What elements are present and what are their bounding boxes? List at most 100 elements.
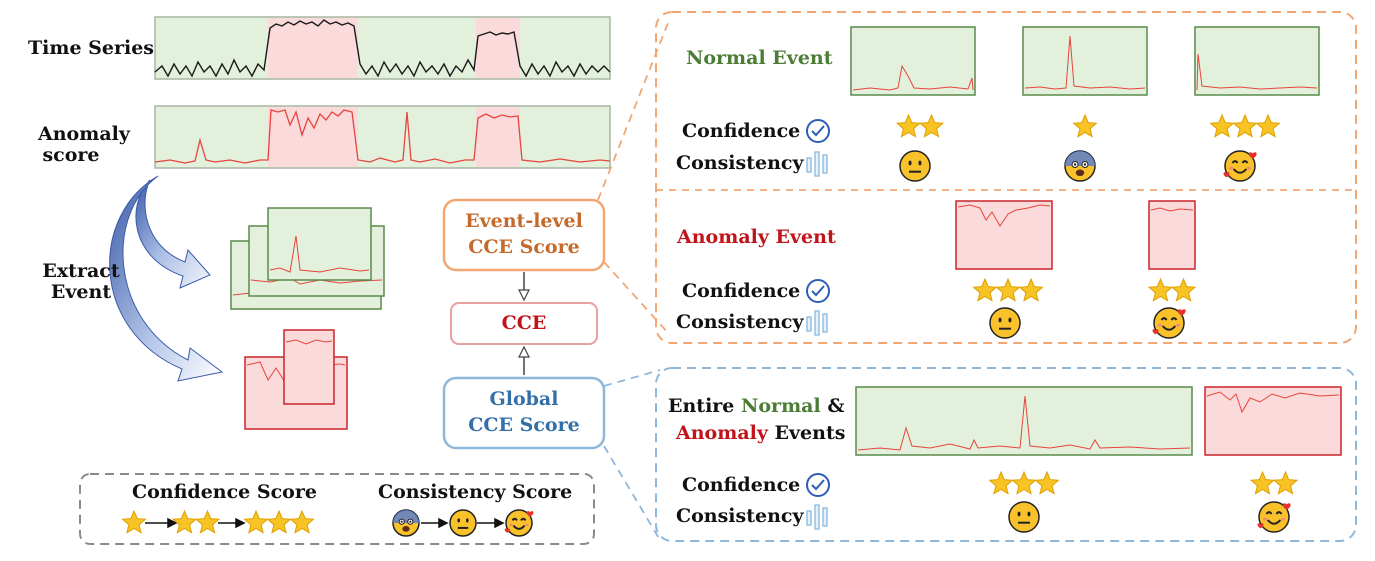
- global-thumbnails: [855, 386, 1342, 456]
- legend-consistency-title: Consistency Score: [378, 481, 573, 503]
- global-line1: Global: [489, 388, 559, 410]
- event-level-line1: Event-level: [465, 210, 583, 232]
- global-line2: CCE Score: [468, 413, 580, 436]
- star-icon: [1209, 113, 1235, 138]
- anomaly-event-2-stars: [1147, 277, 1197, 302]
- star-icon: [895, 113, 922, 138]
- extract-event-label-line1: Extract: [42, 260, 120, 282]
- anomaly-consistency-label: Consistency: [676, 311, 804, 333]
- event-level-panel: [655, 11, 1357, 344]
- anomaly-score-plot: [154, 105, 611, 169]
- star-icon: [1255, 113, 1281, 138]
- flow-arrow-up: [518, 345, 530, 375]
- star-icon: [1034, 470, 1060, 495]
- global-confidence-label: Confidence: [682, 474, 801, 496]
- normal-event-stack: [230, 207, 385, 310]
- normal-event-thumbnails: [850, 26, 1320, 96]
- normal-confidence-label: Confidence: [682, 120, 801, 142]
- global-title-anomaly: Anomaly: [676, 422, 768, 444]
- neutral-face-icon: [989, 307, 1021, 339]
- global-panel-title-line2: Anomaly Events: [676, 423, 845, 444]
- smiling-face-with-hearts-icon: [504, 509, 534, 537]
- legend-stars-3: [243, 509, 315, 534]
- star-icon: [972, 277, 998, 302]
- extract-arrow-upper: [135, 179, 211, 289]
- extract-arrows: [109, 175, 224, 382]
- star-icon: [995, 277, 1021, 302]
- blue-connectors: [603, 369, 661, 541]
- extract-arrow-lower: [109, 175, 224, 382]
- flow-arrow-down: [518, 272, 530, 302]
- star-icon: [289, 509, 315, 534]
- global-cce-box: [442, 376, 606, 450]
- fearful-face-icon: [392, 509, 420, 537]
- event-level-cce-label: Event-level CCE Score: [444, 211, 604, 258]
- global-event-1-stars: [988, 470, 1060, 495]
- normal-event-2-stars: [1072, 113, 1098, 138]
- anomaly-event-thumbnails: [955, 200, 1196, 270]
- global-event-2-stars: [1249, 470, 1299, 495]
- normal-event-3-stars: [1209, 113, 1281, 138]
- global-title-entire: Entire: [668, 395, 742, 417]
- smiling-face-with-hearts-icon: [1152, 307, 1186, 339]
- normal-consistency-label: Consistency: [676, 152, 804, 174]
- event-level-cce-box: [442, 198, 606, 272]
- legend-stars-1: [121, 509, 147, 534]
- star-icon: [171, 509, 198, 534]
- normal-event-1-stars: [895, 113, 945, 138]
- anomaly-event-stack: [244, 329, 348, 430]
- global-title-normal: Normal: [741, 395, 821, 417]
- stars-layer: [121, 113, 1299, 534]
- star-icon: [194, 509, 221, 534]
- anomaly-score-label-line2: score: [42, 143, 100, 166]
- global-cce-label: Global CCE Score: [444, 389, 604, 436]
- star-icon: [918, 113, 945, 138]
- fearful-face-icon: [1064, 150, 1096, 182]
- extract-event-label: Extract Event: [40, 261, 122, 303]
- anomaly-score-label: Anomaly score: [38, 123, 130, 166]
- confidence-check-icon: [806, 119, 830, 497]
- global-title-amp: &: [820, 395, 845, 417]
- orange-connectors: [597, 17, 671, 336]
- global-consistency-label: Consistency: [676, 505, 804, 527]
- legend-panel: [79, 473, 595, 545]
- emoji-layer: [392, 150, 1291, 537]
- anomaly-event-title: Anomaly Event: [677, 226, 836, 248]
- time-series-line: [154, 19, 611, 78]
- star-icon: [1249, 470, 1276, 495]
- smiling-face-with-hearts-icon: [1223, 150, 1257, 182]
- global-panel: [655, 367, 1357, 542]
- cce-box: [450, 302, 598, 345]
- star-icon: [1018, 277, 1044, 302]
- star-icon: [121, 509, 147, 534]
- anomaly-event-1-stars: [972, 277, 1044, 302]
- anomaly-score-line: [154, 109, 611, 164]
- star-icon: [1232, 113, 1258, 138]
- neutral-face-icon: [899, 150, 931, 182]
- neutral-face-icon: [449, 509, 477, 537]
- legend-stars-2: [171, 509, 221, 534]
- anomaly-confidence-label: Confidence: [682, 280, 801, 302]
- extract-event-label-line2: Event: [50, 280, 112, 303]
- star-icon: [1272, 470, 1299, 495]
- star-icon: [243, 509, 269, 534]
- event-level-line2: CCE Score: [468, 235, 580, 258]
- global-panel-title: Entire Normal &: [668, 396, 844, 417]
- global-title-events: Events: [767, 422, 846, 444]
- star-icon: [1147, 277, 1174, 302]
- star-icon: [988, 470, 1014, 495]
- normal-event-title: Normal Event: [686, 47, 833, 69]
- neutral-face-icon: [1008, 501, 1040, 533]
- legend-confidence-title: Confidence Score: [132, 481, 317, 503]
- star-icon: [1072, 113, 1098, 138]
- star-icon: [266, 509, 292, 534]
- star-icon: [1011, 470, 1037, 495]
- smiling-face-with-hearts-icon: [1257, 501, 1291, 533]
- anomaly-score-label-line1: Anomaly: [38, 123, 130, 145]
- consistency-bars-icon: [806, 151, 828, 530]
- cce-label: CCE: [501, 312, 547, 334]
- legend-arrows: [145, 517, 505, 529]
- time-series-label: Time Series: [28, 37, 154, 59]
- star-icon: [1170, 277, 1197, 302]
